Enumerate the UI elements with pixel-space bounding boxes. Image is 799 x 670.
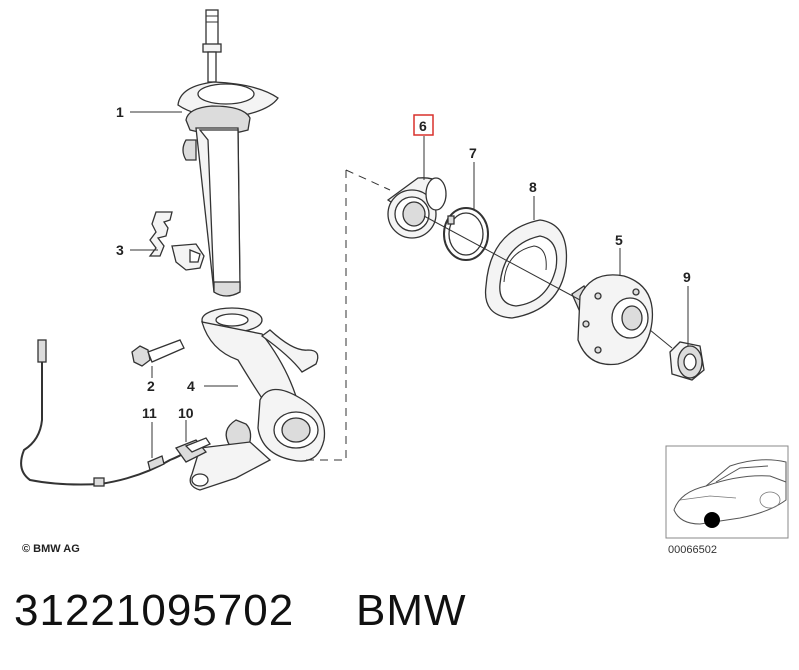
callout-6: 6 <box>419 118 427 134</box>
part-number: 31221095702 <box>14 586 295 635</box>
location-marker-dot <box>704 512 720 528</box>
callout-7: 7 <box>469 145 477 161</box>
callout-1: 1 <box>116 104 124 120</box>
callout-4: 4 <box>187 378 195 394</box>
brand-name: BMW <box>356 586 467 635</box>
callout-11: 11 <box>142 405 157 421</box>
assembly-lines <box>300 169 673 461</box>
wheel-hub <box>571 274 654 366</box>
strut-assembly <box>177 9 279 297</box>
callout-labels: 1 2 3 4 5 6 7 8 9 10 11 <box>116 104 691 421</box>
car-location-thumbnail: 00066502 <box>665 445 789 556</box>
callout-8: 8 <box>529 179 537 195</box>
callout-10: 10 <box>178 405 194 421</box>
brake-hose-bracket <box>148 211 205 271</box>
collar-nut <box>669 341 705 381</box>
leader-lines <box>130 111 689 458</box>
callout-9: 9 <box>683 269 691 285</box>
callout-3: 3 <box>116 242 124 258</box>
diagram-code: 00066502 <box>668 544 717 556</box>
wheel-bearing <box>386 177 447 239</box>
abs-sensor-cable <box>20 339 211 487</box>
callout-5: 5 <box>615 232 623 248</box>
circlip <box>443 207 489 261</box>
callout-2: 2 <box>147 378 155 394</box>
copyright-text: © BMW AG <box>22 543 80 555</box>
dust-shield <box>484 219 568 319</box>
steering-knuckle <box>189 307 326 491</box>
callout-6-highlight-box <box>413 114 434 136</box>
hex-bolt <box>131 339 185 367</box>
